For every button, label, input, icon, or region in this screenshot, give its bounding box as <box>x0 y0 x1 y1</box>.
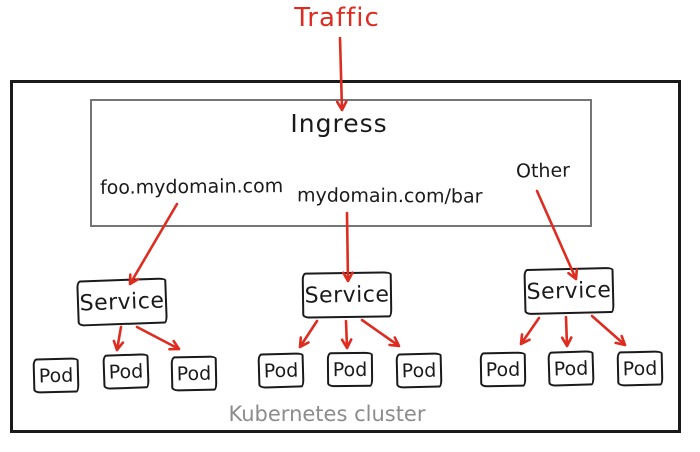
ingress-rule-other: Other <box>515 159 571 183</box>
service-box-1: Service <box>76 277 168 327</box>
pod-box-7: Pod <box>479 351 527 388</box>
ingress-title: Ingress <box>290 109 388 138</box>
service-box-2: Service <box>301 271 393 319</box>
pod-box-3: Pod <box>170 355 218 392</box>
ingress-rule-bar: mydomain.com/bar <box>296 184 483 208</box>
pod-box-4: Pod <box>257 352 305 389</box>
cluster-label: Kubernetes cluster <box>228 402 426 426</box>
pod-box-2: Pod <box>102 353 150 390</box>
traffic-label: Traffic <box>294 3 380 33</box>
ingress-rule-foo: foo.mydomain.com <box>99 175 284 199</box>
pod-box-1: Pod <box>32 357 80 394</box>
pod-box-8: Pod <box>547 350 595 387</box>
service-box-3: Service <box>523 266 615 316</box>
pod-box-9: Pod <box>616 350 664 387</box>
pod-box-5: Pod <box>326 351 374 388</box>
pod-box-6: Pod <box>395 352 443 389</box>
